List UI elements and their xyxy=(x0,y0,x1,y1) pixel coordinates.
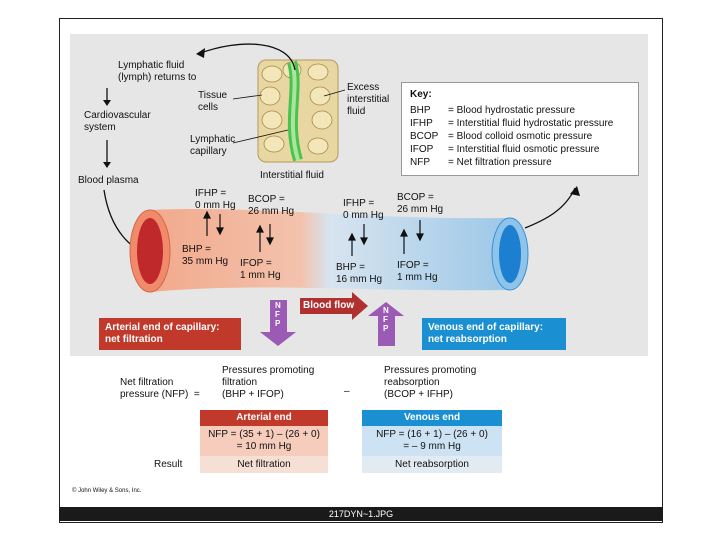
blood-flow-arrow xyxy=(300,292,368,320)
key-box: Key: BHP= Blood hydrostatic pressure IFH… xyxy=(401,82,639,176)
arterial-end-header: Arterial end xyxy=(200,410,328,426)
arterial-end-banner: Arterial end of capillary: net filtratio… xyxy=(99,318,241,350)
lymph-return-label: Lymphatic fluid (lymph) returns to xyxy=(118,60,197,83)
key-heading: Key: xyxy=(410,89,432,100)
key-row: IFHP= Interstitial fluid hydrostatic pre… xyxy=(410,118,614,129)
tissue-cells-label: Tissue cells xyxy=(198,90,228,113)
venous-pressure-arrows xyxy=(348,220,424,256)
venous-result: Net reabsorption xyxy=(362,456,502,473)
cardiovascular-label: Cardiovascular system xyxy=(84,110,151,133)
ifop-venous-label: IFOP = 1 mm Hg xyxy=(397,260,438,283)
filtration-pressures-label: Pressures promoting filtration (BHP + IF… xyxy=(222,365,315,400)
blood-plasma-label: Blood plasma xyxy=(78,175,139,186)
nfp-formula-label: Net filtration pressure (NFP) = xyxy=(120,377,200,400)
bhp-arterial-label: BHP = 35 mm Hg xyxy=(182,244,229,267)
interstitial-fluid-label: Interstitial fluid xyxy=(260,170,324,181)
key-row: BCOP= Blood colloid osmotic pressure xyxy=(410,131,593,142)
ifhp-arterial-label: IFHP = 0 mm Hg xyxy=(195,188,236,211)
venous-end-banner: Venous end of capillary: net reabsorptio… xyxy=(422,318,566,350)
nfp-arrow-venous xyxy=(368,302,404,346)
nfp-arterial-letters: N F P xyxy=(275,301,281,328)
tissue-cells-illustration xyxy=(257,59,339,163)
nfp-venous-letters: N F P xyxy=(383,306,389,333)
bhp-venous-label: BHP = 16 mm Hg xyxy=(336,262,383,285)
key-row: NFP= Net filtration pressure xyxy=(410,157,552,168)
key-row: BHP= Blood hydrostatic pressure xyxy=(410,105,576,116)
arterial-calculation: NFP = (35 + 1) – (26 + 0) = 10 mm Hg xyxy=(200,426,328,456)
blood-flow-label: Blood flow xyxy=(303,300,355,311)
arterial-result: Net filtration xyxy=(200,456,328,473)
venous-end-header: Venous end xyxy=(362,410,502,426)
nfp-arrow-arterial xyxy=(260,300,296,346)
venous-calculation: NFP = (16 + 1) – (26 + 0) = – 9 mm Hg xyxy=(362,426,502,456)
ifop-arterial-label: IFOP = 1 mm Hg xyxy=(240,258,281,281)
key-row: IFOP= Interstitial fluid osmotic pressur… xyxy=(410,144,600,155)
lymphatic-capillary-label: Lymphatic capillary xyxy=(190,134,236,157)
excess-fluid-label: Excess interstitial fluid xyxy=(347,82,390,117)
arterial-pressure-arrows xyxy=(203,210,274,252)
ifhp-venous-label: IFHP = 0 mm Hg xyxy=(343,198,384,221)
copyright-notice: © John Wiley & Sons, Inc. xyxy=(72,488,142,494)
reabsorption-pressures-label: Pressures promoting reabsorption (BCOP +… xyxy=(384,365,477,400)
result-label: Result xyxy=(154,459,183,470)
filename-caption: 217DYN~1.JPG xyxy=(59,507,663,521)
minus-sign: – xyxy=(344,386,350,397)
bcop-arterial-label: BCOP = 26 mm Hg xyxy=(248,194,295,217)
bcop-venous-label: BCOP = 26 mm Hg xyxy=(397,192,444,215)
